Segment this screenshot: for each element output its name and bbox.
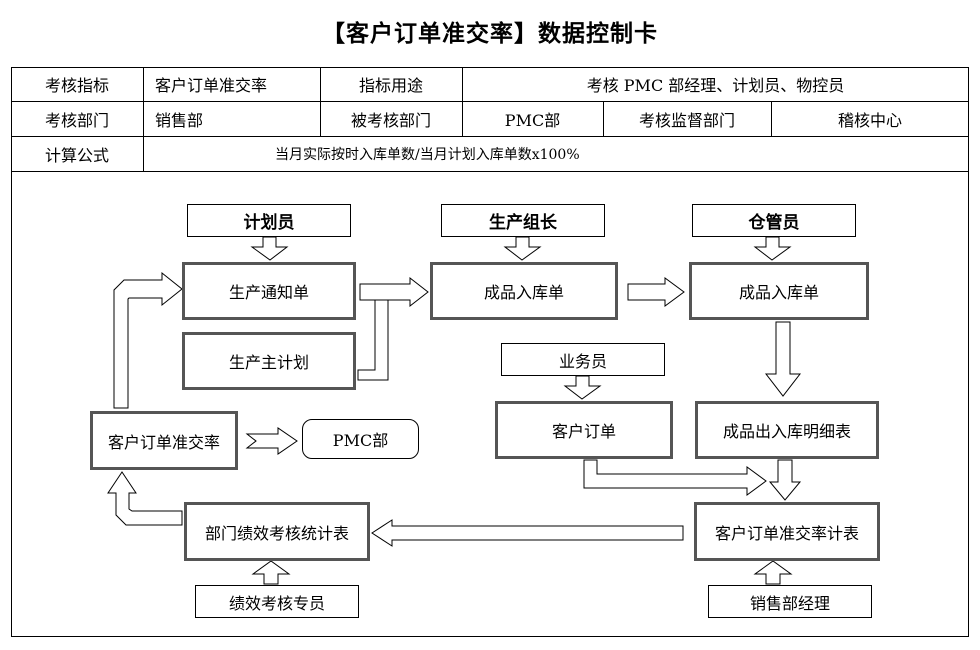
connector-elbow — [357, 299, 389, 381]
supervise-value: 稽核中心 — [837, 110, 902, 130]
connector-loop — [113, 271, 183, 409]
arrow-right — [245, 427, 298, 455]
order-rate-box: 客户订单准交率 — [90, 411, 238, 470]
indicator-value: 客户订单准交率 — [155, 76, 268, 95]
dept-value: 销售部 — [155, 110, 204, 130]
sales-manager-box: 销售部经理 — [708, 585, 872, 618]
arrow-down — [250, 236, 289, 261]
warehouse-keeper-box: 仓管员 — [692, 204, 856, 237]
arrow-up — [753, 560, 793, 585]
arrow-right — [627, 277, 685, 307]
arrow-left — [371, 519, 684, 547]
connector-arrow — [583, 459, 767, 496]
arrow-down — [563, 375, 602, 400]
formula-value: 当月实际按时入库单数/当月计划入库单数x100% — [275, 146, 580, 163]
salesperson-box: 业务员 — [501, 343, 665, 376]
assessed-value: PMC部 — [504, 110, 561, 130]
table-row-divider — [11, 171, 969, 172]
table-col-divider — [771, 101, 772, 136]
table-col-divider — [603, 101, 604, 136]
table-row-divider — [11, 136, 969, 137]
page-title: 【客户订单准交率】数据控制卡 — [322, 20, 658, 47]
supervise-label: 考核监督部门 — [638, 110, 735, 130]
prod-notice-box: 生产通知单 — [182, 262, 356, 320]
fg-detail-box: 成品出入库明细表 — [695, 401, 879, 459]
dept-stats-box: 部门绩效考核统计表 — [184, 502, 370, 561]
arrow-down — [764, 321, 802, 397]
dept-label: 考核部门 — [44, 110, 109, 130]
order-rate-table-box: 客户订单准交率计表 — [694, 502, 880, 561]
control-card-frame — [11, 67, 969, 637]
arrow-down — [503, 236, 542, 261]
table-col-divider — [320, 67, 321, 136]
table-col-divider — [462, 67, 463, 136]
fg-inbound-box-1: 成品入库单 — [430, 262, 618, 320]
master-plan-box: 生产主计划 — [182, 332, 356, 390]
assessed-label: 被考核部门 — [350, 110, 431, 130]
connector-loop — [107, 471, 183, 526]
planner-box: 计划员 — [187, 204, 351, 237]
purpose-value: 考核 PMC 部经理、计划员、物控员 — [586, 76, 845, 95]
arrow-down — [768, 459, 802, 501]
kpi-specialist-box: 绩效考核专员 — [195, 585, 359, 618]
table-row-divider — [11, 101, 969, 102]
arrow-down — [753, 236, 792, 261]
fg-inbound-box-2: 成品入库单 — [689, 262, 869, 320]
purpose-label: 指标用途 — [358, 76, 423, 95]
customer-order-box: 客户订单 — [495, 401, 673, 459]
arrow-up — [251, 560, 291, 585]
indicator-label: 考核指标 — [44, 76, 109, 95]
pmc-box: PMC部 — [302, 419, 419, 459]
arrow-right — [359, 276, 429, 308]
table-col-divider — [143, 67, 144, 171]
formula-label: 计算公式 — [44, 145, 109, 165]
prod-lead-box: 生产组长 — [441, 204, 605, 237]
